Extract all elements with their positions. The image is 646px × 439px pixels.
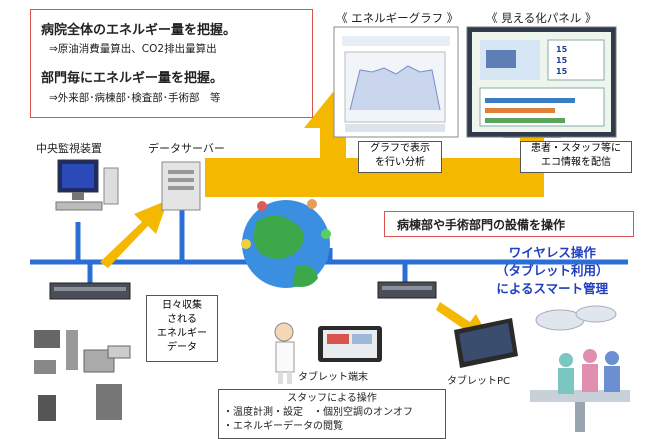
tablet-pc-label: タブレットPC [447, 376, 511, 387]
switch-left [49, 282, 131, 300]
graph-caption-line1: グラフで表示 [370, 143, 430, 154]
globe [241, 199, 331, 288]
top-info-line1: 病院全体のエネルギー量を把握。 [41, 23, 237, 38]
wireless-caption: ワイヤレス操作 （タブレット利用） によるスマート管理 [496, 244, 609, 298]
data-server [161, 161, 201, 211]
switch-right [377, 281, 437, 299]
operate-banner: 病棟部や手術部門の設備を操作 [384, 211, 634, 237]
screen-value-1: 15 [556, 45, 568, 54]
visual-panel-title: 《 見える化パネル 》 [486, 11, 597, 25]
staff-box-line2: ・エネルギーデータの閲覧 [223, 421, 343, 432]
operating-room [530, 305, 630, 432]
top-info-box: 病院全体のエネルギー量を把握。 ⇒原油消費量算出、CO2排出量算出 部門毎にエネ… [30, 9, 313, 118]
staff-box-title: スタッフによる操作 [287, 393, 377, 404]
wireless-line3: によるスマート管理 [496, 281, 609, 296]
daily-line3: エネルギー [157, 328, 207, 339]
data-server-label: データサーバー [148, 142, 225, 155]
visual-caption-line2: エコ情報を配信 [541, 157, 611, 168]
central-monitor-computer [55, 159, 119, 211]
tablet-terminal-label: タブレット端末 [298, 372, 368, 383]
screen-value-3: 15 [556, 67, 568, 76]
top-info-line3: 部門毎にエネルギー量を把握。 [41, 71, 224, 86]
staff-operation-box: スタッフによる操作 ・温度計測・設定 ・個別空調のオンオフ ・エネルギーデータの… [218, 389, 446, 439]
visual-screen [466, 26, 617, 138]
daily-line2: される [167, 314, 197, 325]
graph-caption-line2: を行い分析 [375, 157, 425, 168]
network-lines [30, 210, 628, 290]
graph-screen [333, 26, 459, 138]
tablet-terminal-device [318, 326, 382, 362]
graph-caption-box: グラフで表示 を行い分析 [358, 141, 442, 173]
tablet-pc-device [454, 318, 518, 368]
nurse-figure [274, 322, 295, 384]
daily-data-box: 日々収集 される エネルギー データ [146, 295, 218, 362]
screen-value-2: 15 [556, 56, 568, 65]
visual-caption-box: 患者・スタッフ等に エコ情報を配信 [520, 141, 632, 173]
top-info-line4: ⇒外来部･病棟部･検査部･手術部 等 [49, 92, 221, 104]
top-info-line2: ⇒原油消費量算出、CO2排出量算出 [49, 43, 217, 55]
daily-line4: データ [167, 342, 197, 353]
field-devices [34, 330, 131, 421]
visual-screen-readouts: 15 15 15 [556, 44, 600, 77]
arrow-collect [100, 200, 168, 268]
visual-caption-line1: 患者・スタッフ等に [531, 143, 621, 154]
staff-box-line1: ・温度計測・設定 ・個別空調のオンオフ [223, 407, 413, 418]
operate-banner-text: 病棟部や手術部門の設備を操作 [397, 218, 566, 232]
daily-line1: 日々収集 [162, 300, 202, 311]
wireless-line1: ワイヤレス操作 [508, 245, 596, 260]
graph-panel-title: 《 エネルギーグラフ 》 [336, 11, 459, 25]
arrow-to-panels [205, 92, 561, 197]
wireless-line2: （タブレット利用） [496, 263, 609, 278]
central-monitor-label: 中央監視装置 [36, 142, 102, 155]
